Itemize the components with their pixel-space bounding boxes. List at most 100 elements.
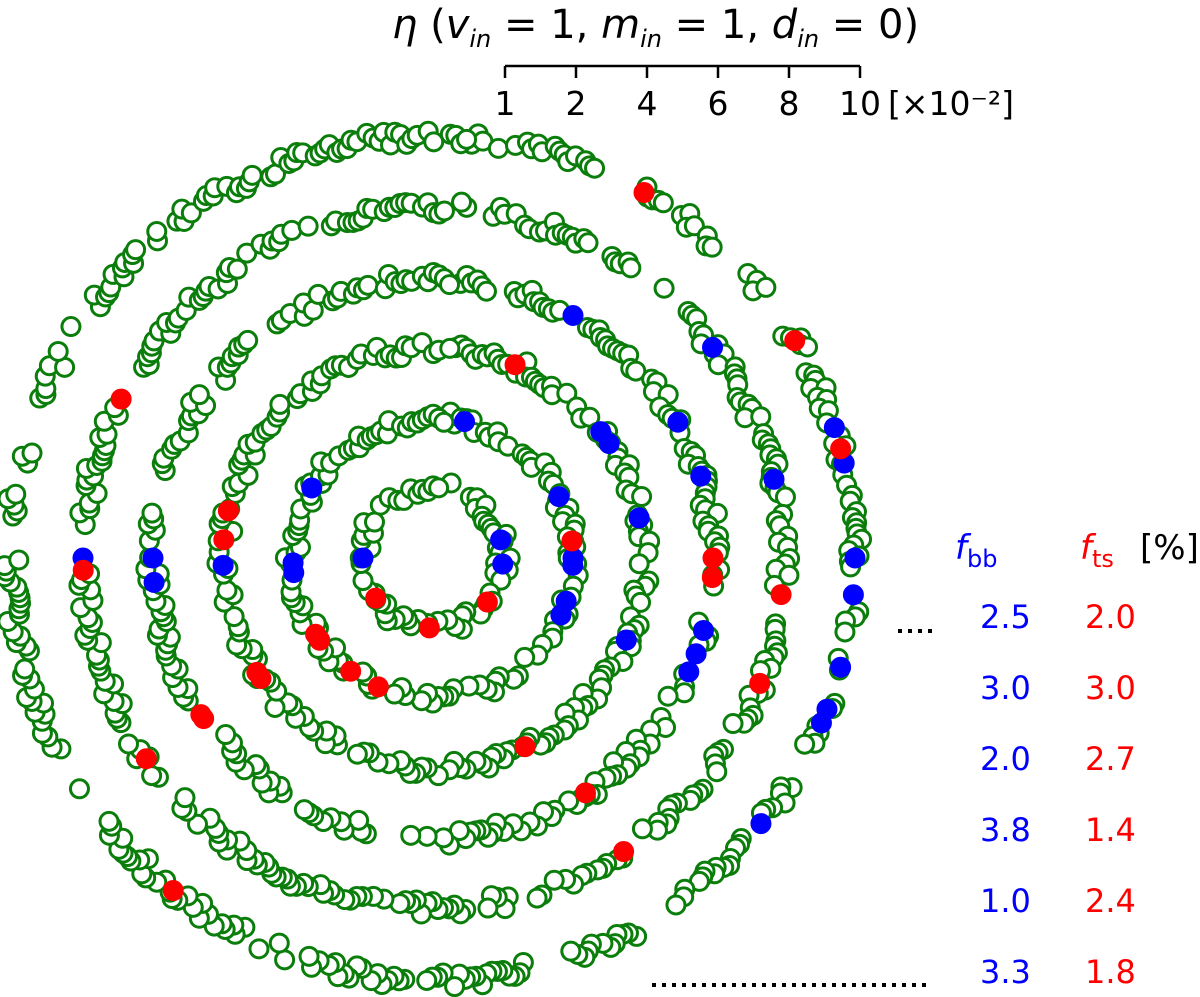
ring-point [750, 406, 772, 428]
ring-point [188, 384, 210, 406]
ts-point [365, 587, 387, 609]
bb-point [212, 554, 234, 576]
ring-point [834, 621, 856, 643]
ring-point [237, 329, 259, 351]
bb-point [810, 712, 832, 734]
ring-point [456, 128, 478, 150]
scale-unit: [×10⁻²] [888, 84, 1015, 123]
bb-point [628, 507, 650, 529]
scale-tick-label: 2 [565, 84, 587, 123]
ring-point [187, 813, 209, 835]
bb-point [453, 411, 475, 433]
bb-point [830, 656, 852, 678]
bb-point [562, 305, 584, 327]
table-cell-bb: 2.0 [980, 740, 1031, 778]
bb-point [598, 433, 620, 455]
ring-point [433, 411, 455, 433]
ring-point [215, 724, 237, 746]
table-cell-bb: 3.0 [980, 669, 1031, 707]
ring-point [352, 570, 374, 592]
ring-point [269, 393, 291, 415]
ts-point [193, 708, 215, 730]
table-cell-ts: 1.8 [1085, 953, 1136, 991]
ring-point [47, 340, 69, 362]
ring-point [631, 818, 653, 840]
ring-point [5, 483, 27, 505]
ring-point [584, 157, 606, 179]
ts-point [574, 782, 596, 804]
ring-point [620, 257, 642, 279]
table-cell-ts: 2.4 [1085, 882, 1136, 920]
ts-point [504, 354, 526, 376]
ring-point [652, 192, 674, 214]
ring-point [423, 131, 445, 153]
ring-point [774, 486, 796, 508]
bb-point [143, 571, 165, 593]
ts-point [162, 880, 184, 902]
ring-point [223, 606, 245, 628]
ring-point [21, 442, 43, 464]
ring-point [701, 236, 723, 258]
ts-point [633, 182, 655, 204]
ring-point [477, 897, 499, 919]
ts-point [749, 672, 771, 694]
ring-point [625, 360, 647, 382]
ring-point [298, 945, 320, 967]
bb-point [763, 468, 785, 490]
ring-point [543, 869, 565, 891]
ts-point [701, 567, 723, 589]
ts-point [561, 530, 583, 552]
ring-point [14, 658, 36, 680]
ts-point [305, 623, 327, 645]
ring-point [268, 932, 290, 954]
scale-tick-label: 8 [778, 84, 800, 123]
bb-point [615, 629, 637, 651]
ts-point [476, 591, 498, 613]
ring-point [706, 761, 728, 783]
scale-tick-label: 1 [494, 84, 516, 123]
bb-point [678, 661, 700, 683]
ring-point [68, 778, 90, 800]
ts-point [514, 736, 536, 758]
ring-point [475, 280, 497, 302]
ring-point [428, 477, 450, 499]
bb-point [550, 604, 572, 626]
ring-point [141, 502, 163, 524]
ring-point [556, 382, 578, 404]
ring-point [363, 511, 385, 533]
table-cell-ts: 1.4 [1085, 811, 1136, 849]
ring-point [439, 337, 461, 359]
ring-point [755, 276, 777, 298]
ring-point [577, 232, 599, 254]
ring-point [274, 949, 296, 971]
header-fts: fts [1080, 528, 1114, 573]
ring-point [514, 646, 536, 668]
ring-point [174, 787, 196, 809]
bb-point [823, 417, 845, 439]
ts-point [830, 438, 852, 460]
ring-point [293, 799, 315, 821]
ts-point [613, 841, 635, 863]
ring-point [526, 887, 548, 909]
ring-point [416, 969, 438, 991]
ring-point [722, 713, 744, 735]
ring-point [241, 164, 263, 186]
table-cell-ts: 2.7 [1085, 740, 1136, 778]
table-cell-bb: 1.0 [980, 882, 1031, 920]
bb-point [685, 643, 707, 665]
ring-point [630, 591, 652, 613]
bb-point [142, 547, 164, 569]
ring-point [657, 685, 679, 707]
ts-point [418, 617, 440, 639]
header-fbb: fbb [955, 528, 998, 573]
scale-tick-label: 6 [707, 84, 729, 123]
ring-point [628, 553, 650, 575]
scale-tick-label: 4 [636, 84, 658, 123]
ring-point [433, 200, 455, 222]
scale-tick-label: 10 [839, 84, 881, 123]
table-cell-ts: 2.0 [1085, 598, 1136, 636]
header-unit: [%] [1140, 528, 1199, 568]
ring-point [778, 564, 800, 586]
bb-point [692, 619, 714, 641]
